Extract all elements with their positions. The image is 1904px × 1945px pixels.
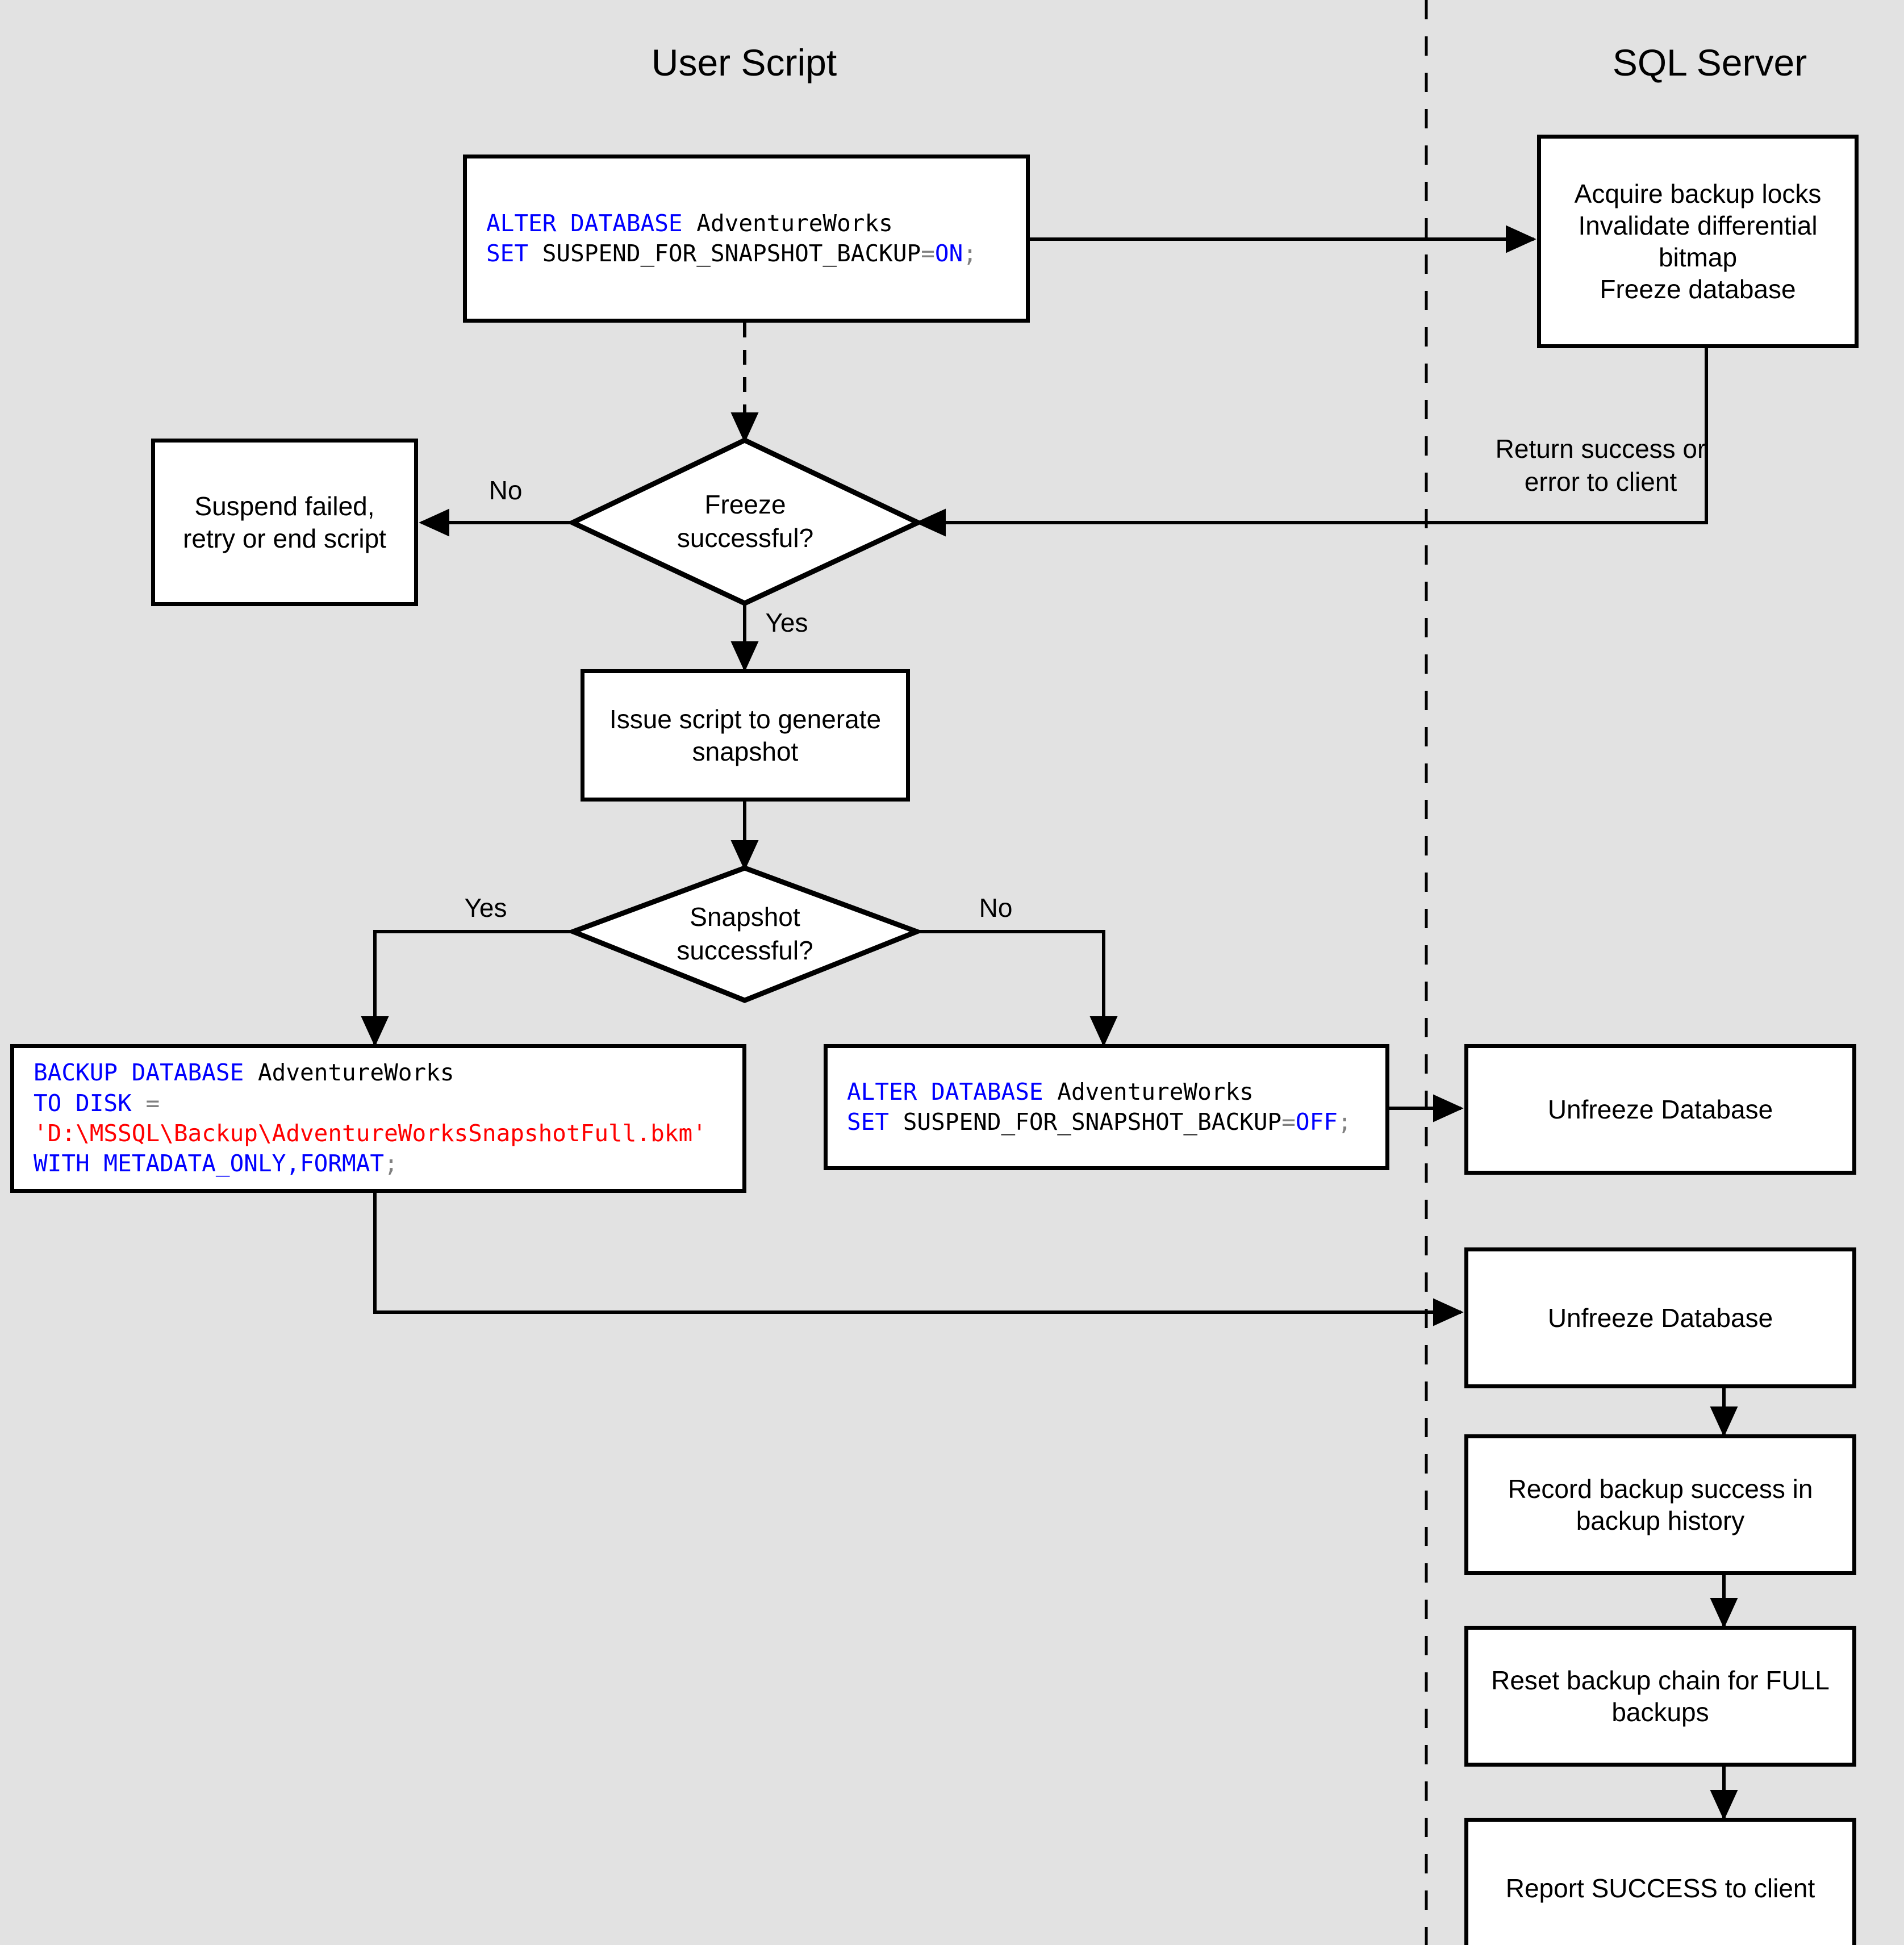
edge-label-freeze-yes: Yes: [765, 608, 808, 637]
edge-snapshot-no: [917, 930, 1118, 1047]
node-acquire-backup-locks[interactable]: Acquire backup locks Invalidate differen…: [1537, 135, 1859, 348]
node-report-success-label: Report SUCCESS to client: [1505, 1873, 1815, 1903]
node-record-backup-success[interactable]: Record backup success in backup history: [1464, 1434, 1856, 1575]
edge-label-snapshot-yes: Yes: [464, 893, 507, 923]
node-suspend-failed[interactable]: Suspend failed, retry or end script: [151, 439, 418, 606]
node-snapshot-successful-label: Snapshot successful?: [677, 901, 813, 966]
sql-code-alter-off: ALTER DATABASE AdventureWorks SET SUSPEN…: [847, 1078, 1352, 1136]
node-unfreeze-database-1[interactable]: Unfreeze Database: [1464, 1044, 1856, 1175]
node-acquire-backup-locks-label: Acquire backup locks Invalidate differen…: [1574, 178, 1822, 304]
node-unfreeze-database-2[interactable]: Unfreeze Database: [1464, 1247, 1856, 1388]
node-alter-database-on[interactable]: ALTER DATABASE AdventureWorks SET SUSPEN…: [463, 155, 1030, 323]
lane-title-user-script: User Script: [651, 41, 837, 84]
edge-snapshot-yes: [361, 930, 573, 1047]
node-unfreeze-database-1-label: Unfreeze Database: [1547, 1094, 1773, 1124]
lane-title-sql-server: SQL Server: [1612, 41, 1807, 84]
node-reset-backup-chain[interactable]: Reset backup chain for FULL backups: [1464, 1626, 1856, 1767]
sql-code-backup: BACKUP DATABASE AdventureWorks TO DISK =…: [34, 1059, 707, 1178]
node-alter-database-off[interactable]: ALTER DATABASE AdventureWorks SET SUSPEN…: [824, 1044, 1389, 1170]
edge-label-freeze-no: No: [488, 475, 523, 505]
edge-backup-to-unfreeze2: [373, 1193, 1464, 1326]
node-issue-script-label: Issue script to generate snapshot: [609, 704, 882, 766]
edge-label-return-success: Return success or error to client: [1495, 434, 1706, 496]
node-issue-script[interactable]: Issue script to generate snapshot: [581, 669, 910, 802]
node-suspend-failed-label: Suspend failed, retry or end script: [183, 491, 386, 553]
node-unfreeze-database-2-label: Unfreeze Database: [1547, 1303, 1773, 1333]
node-report-success[interactable]: Report SUCCESS to client: [1464, 1818, 1856, 1945]
node-freeze-successful-label: Freeze successful?: [677, 489, 814, 553]
node-record-backup-success-label: Record backup success in backup history: [1508, 1474, 1813, 1535]
node-snapshot-successful-decision[interactable]: Snapshot successful?: [573, 868, 917, 1000]
edge-label-snapshot-no: No: [979, 893, 1013, 923]
node-reset-backup-chain-label: Reset backup chain for FULL backups: [1491, 1665, 1830, 1727]
sql-code-alter-on: ALTER DATABASE AdventureWorks SET SUSPEN…: [486, 209, 977, 267]
node-freeze-successful-decision[interactable]: Freeze successful?: [573, 440, 918, 603]
node-backup-database[interactable]: BACKUP DATABASE AdventureWorks TO DISK =…: [10, 1044, 746, 1193]
